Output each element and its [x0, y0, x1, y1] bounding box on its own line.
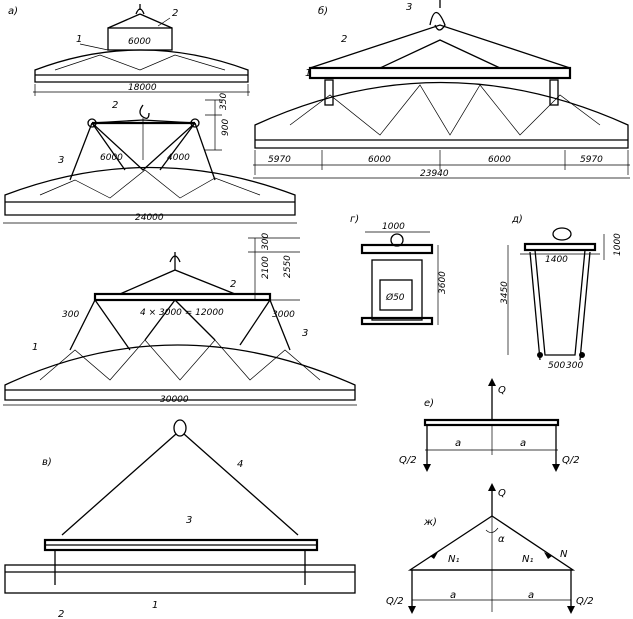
panel-zh-letter: ж)	[423, 517, 437, 528]
dim-d-right: 1000	[613, 233, 623, 256]
dim-b-d1: 5970	[268, 155, 291, 165]
callout-v-4: 4	[237, 459, 243, 470]
panel-e-letter: е)	[424, 398, 434, 409]
zh-a2: a	[528, 590, 534, 601]
panel-zh-force-triangle: ж) Q α N₁ N₁ N a a Q/2 Q/2	[386, 483, 594, 614]
dim-a3-left: 300	[62, 310, 79, 320]
panel-a3-truss-30000: 4 × 3000 = 12000 300 3000 300 2100 2550 …	[3, 233, 357, 406]
dim-d-bot2: 300	[566, 361, 583, 371]
dim-g-inner: Ø50	[385, 292, 405, 303]
dim-b-total: 23940	[420, 169, 449, 179]
dim-d-height: 3450	[500, 281, 510, 304]
zh-n3: N	[560, 549, 568, 560]
dim-a3-v3: 2550	[283, 255, 293, 278]
callout-b-1: 1	[305, 68, 311, 79]
callout-a3-2: 2	[230, 279, 236, 290]
callout-v-2: 2	[58, 609, 64, 619]
panel-v-sling: в) 1 2 3 4	[4, 419, 356, 619]
dim-a3-v1: 300	[261, 233, 271, 250]
dim-a3-span: 30000	[160, 395, 189, 405]
panel-a-truss-18000: а) 6000 18000 1 2	[8, 4, 250, 96]
panel-a2-truss-24000: 6000 4000 350 900 24000 2 3	[3, 93, 297, 224]
dim-a3-mid: 4 × 3000 = 12000	[140, 308, 224, 318]
callout-v-3: 3	[186, 515, 192, 526]
panel-g-letter: г)	[350, 214, 359, 225]
panel-a-letter: а)	[8, 6, 18, 17]
dim-b-d3: 6000	[488, 155, 511, 165]
zh-alpha: α	[498, 534, 505, 545]
dim-b-d4: 5970	[580, 155, 603, 165]
dim-a3-right: 3000	[272, 310, 295, 320]
dim-g-side: 3600	[438, 271, 448, 294]
dim-a-top: 6000	[128, 37, 151, 47]
zh-n1: N₁	[448, 554, 460, 565]
dim-a3-v2: 2100	[261, 256, 271, 279]
panel-v-letter: в)	[42, 457, 52, 468]
dim-d-bot1: 500	[548, 361, 565, 371]
e-q: Q	[498, 385, 506, 396]
dim-a-span: 18000	[128, 83, 157, 93]
e-right: Q/2	[562, 455, 580, 466]
e-a1: a	[455, 438, 461, 449]
e-a2: a	[520, 438, 526, 449]
panel-d-clamp: д) 1400 1000 3450 500 300	[500, 214, 623, 371]
e-left: Q/2	[399, 455, 417, 466]
zh-left: Q/2	[386, 596, 404, 607]
callout-a-1: 1	[76, 34, 82, 45]
zh-a1: a	[450, 590, 456, 601]
panel-b-truss-23940: б) 5970 6000 6000 5970 23940 1 2 3	[253, 0, 630, 179]
panel-e-force-diagram: е) Q a a Q/2 Q/2	[399, 378, 580, 472]
zh-right: Q/2	[576, 596, 594, 607]
callout-b-3: 3	[406, 2, 412, 13]
callout-a2-2: 2	[112, 100, 118, 111]
zh-n2: N₁	[522, 554, 534, 565]
panel-g-frame: г) 1000 3600 Ø50	[350, 214, 448, 326]
dim-d-top: 1400	[545, 255, 568, 265]
dim-a2-h2: 4000	[167, 153, 190, 163]
dim-b-d2: 6000	[368, 155, 391, 165]
dim-a2-h1: 6000	[100, 153, 123, 163]
dim-g-top: 1000	[382, 222, 405, 232]
dim-a2-span: 24000	[135, 213, 164, 223]
zh-q: Q	[498, 488, 506, 499]
callout-v-1: 1	[152, 600, 158, 611]
callout-a3-3: 3	[302, 328, 308, 339]
dim-a2-v2: 900	[221, 119, 231, 136]
dim-a2-v1: 350	[219, 93, 229, 110]
callout-a3-1: 1	[32, 342, 38, 353]
panel-d-letter: д)	[511, 214, 523, 225]
callout-a2-3: 3	[58, 155, 64, 166]
callout-b-2: 2	[341, 34, 347, 45]
callout-a-2: 2	[172, 8, 178, 19]
panel-b-letter: б)	[318, 5, 328, 17]
